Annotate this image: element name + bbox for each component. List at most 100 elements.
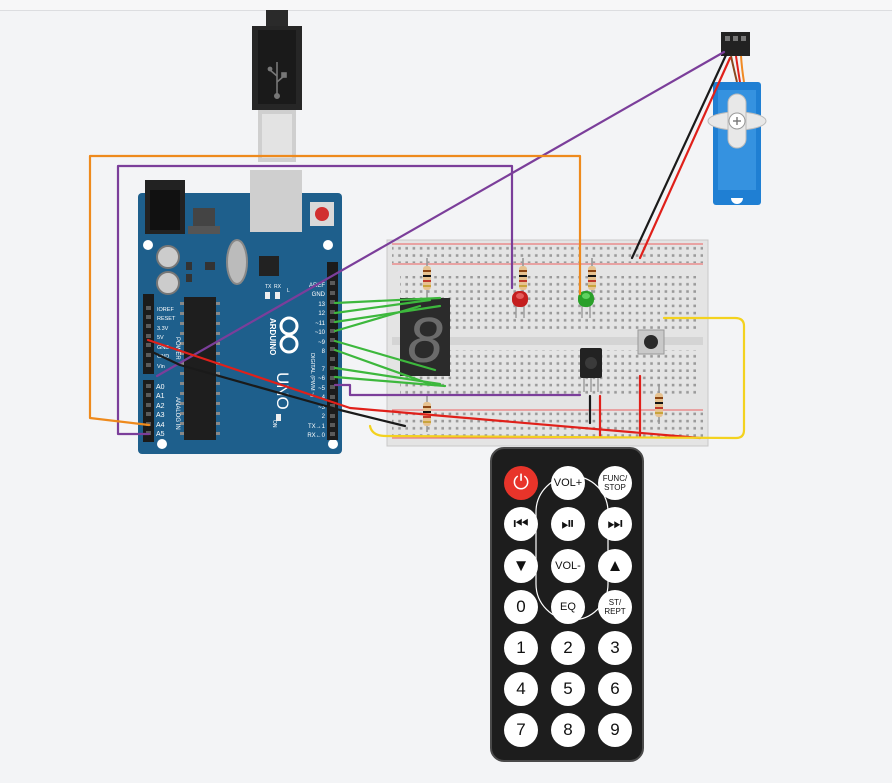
usb-icon (267, 62, 287, 100)
pin-label-gnd: GND (157, 345, 169, 351)
pin-label-d6: ~6 (318, 376, 326, 382)
pin-label-vin: Vin (157, 364, 165, 370)
pin-label-5v: 5V (157, 335, 164, 341)
wire-purple[interactable] (333, 383, 582, 397)
arduino-uno-board[interactable]: IOREF RESET 3.3V 5V GND GND Vin A0 A1 A2… (138, 170, 342, 454)
digit-1-button[interactable]: 1 (504, 631, 538, 665)
func-stop-label: STOP (604, 483, 626, 492)
resistor[interactable] (588, 258, 596, 294)
usb-cable[interactable] (252, 10, 302, 162)
pin-label-a5: A5 (156, 431, 165, 438)
power-rail-top (392, 243, 703, 263)
pin-label-gnd-digital: GND (312, 292, 326, 298)
l-led-label: L (287, 288, 290, 294)
wire-black[interactable] (146, 348, 407, 428)
pin-label-d13: 13 (318, 302, 325, 308)
pin-label-tx1: TX→1 (308, 424, 326, 430)
func-stop-label: FUNC/ (602, 474, 628, 483)
play-pause-button[interactable]: ⏯ (551, 507, 585, 541)
digit-6-button[interactable]: 6 (598, 672, 632, 706)
play-pause-icon: ⏯ (561, 514, 575, 533)
resistor[interactable] (519, 258, 527, 294)
pin-label-aref: AREF (309, 283, 325, 289)
digit-4-button[interactable]: 4 (504, 672, 538, 706)
tx-led-label: TX (265, 284, 272, 290)
pin-label-d2: 2 (322, 414, 326, 420)
wire-yellow[interactable] (368, 316, 746, 440)
analog-section-label: ANALOG IN (174, 397, 180, 430)
green-led[interactable] (578, 291, 594, 318)
power-button[interactable]: ⏻ (504, 466, 538, 500)
servo-motor[interactable] (707, 32, 767, 205)
push-button[interactable] (637, 329, 665, 355)
center-channel (392, 337, 703, 345)
st-rept-button[interactable]: ST/ REPT (598, 590, 632, 624)
resistor[interactable] (423, 258, 431, 298)
arrow-down-icon: ▼ (512, 556, 530, 575)
arrow-up-icon: ▲ (606, 556, 624, 575)
pin-label-a3: A3 (156, 412, 165, 419)
wire-green[interactable] (333, 296, 447, 388)
digital-section-label: DIGITAL (PWM ~) (309, 353, 315, 397)
skip-back-icon: ⏮ (513, 514, 529, 533)
capacitor (156, 271, 180, 295)
mount-hole (157, 439, 167, 449)
pin-label-d8: 8 (322, 349, 326, 355)
arduino-logo-text: ARDUINO (268, 318, 277, 355)
up-button[interactable]: ▲ (598, 549, 632, 583)
display-digit: 8 (407, 304, 443, 376)
wire-purple[interactable] (116, 164, 514, 436)
next-button[interactable]: ⏭ (598, 507, 632, 541)
capacitor (156, 245, 180, 269)
wire-orange[interactable] (88, 154, 582, 427)
pin-label-reset: RESET (157, 316, 176, 322)
on-led-label: ON (271, 420, 277, 428)
wire-red[interactable] (146, 338, 702, 440)
analog-header (143, 380, 154, 442)
arduino-logo-icon (279, 316, 299, 354)
digit-2-button[interactable]: 2 (551, 631, 585, 665)
st-rept-label: ST/ (608, 598, 622, 607)
wire-purple[interactable] (155, 50, 726, 378)
ir-remote[interactable]: ⏻ VOL+ FUNC/ STOP ⏮ ⏯ ⏭ ▼ VOL- ▲ 0 EQ ST… (490, 447, 644, 762)
crystal-oscillator (226, 239, 248, 285)
pin-label-d10: ~10 (315, 330, 326, 336)
servo-connector (721, 32, 750, 56)
resistor[interactable] (655, 386, 663, 424)
digit-5-button[interactable]: 5 (551, 672, 585, 706)
pin-label-d3: ~3 (318, 405, 326, 411)
power-icon: ⏻ (513, 471, 529, 494)
pin-label-a2: A2 (156, 403, 165, 410)
wire-red[interactable] (638, 56, 732, 260)
usb-jack (250, 170, 302, 232)
pin-label-d12: 12 (318, 311, 325, 317)
wire-black[interactable] (630, 53, 728, 260)
pin-label-a0: A0 (156, 384, 165, 391)
skip-forward-icon: ⏭ (607, 514, 623, 533)
mount-hole (323, 240, 333, 250)
top-toolbar-strip (0, 0, 892, 11)
down-button[interactable]: ▼ (504, 549, 538, 583)
eq-button[interactable]: EQ (551, 590, 585, 624)
volume-down-button[interactable]: VOL- (551, 549, 585, 583)
st-rept-label: REPT (604, 607, 626, 616)
pin-label-rx0: RX←0 (307, 433, 325, 439)
digit-3-button[interactable]: 3 (598, 631, 632, 665)
board-model-text: UNO (273, 372, 292, 410)
mount-hole (328, 439, 338, 449)
volume-up-button[interactable]: VOL+ (551, 466, 585, 500)
pin-label-d7: 7 (322, 367, 326, 373)
previous-button[interactable]: ⏮ (504, 507, 538, 541)
pin-label-ioref: IOREF (157, 307, 174, 313)
digit-7-button[interactable]: 7 (504, 713, 538, 747)
ir-receiver[interactable] (580, 348, 602, 392)
digit-9-button[interactable]: 9 (598, 713, 632, 747)
digit-0-button[interactable]: 0 (504, 590, 538, 624)
pin-label-3v3: 3.3V (157, 326, 169, 332)
rx-led-label: RX (274, 284, 282, 290)
func-stop-button[interactable]: FUNC/ STOP (598, 466, 632, 500)
red-led[interactable] (512, 291, 528, 318)
digit-8-button[interactable]: 8 (551, 713, 585, 747)
servo-screw-icon (733, 117, 741, 125)
